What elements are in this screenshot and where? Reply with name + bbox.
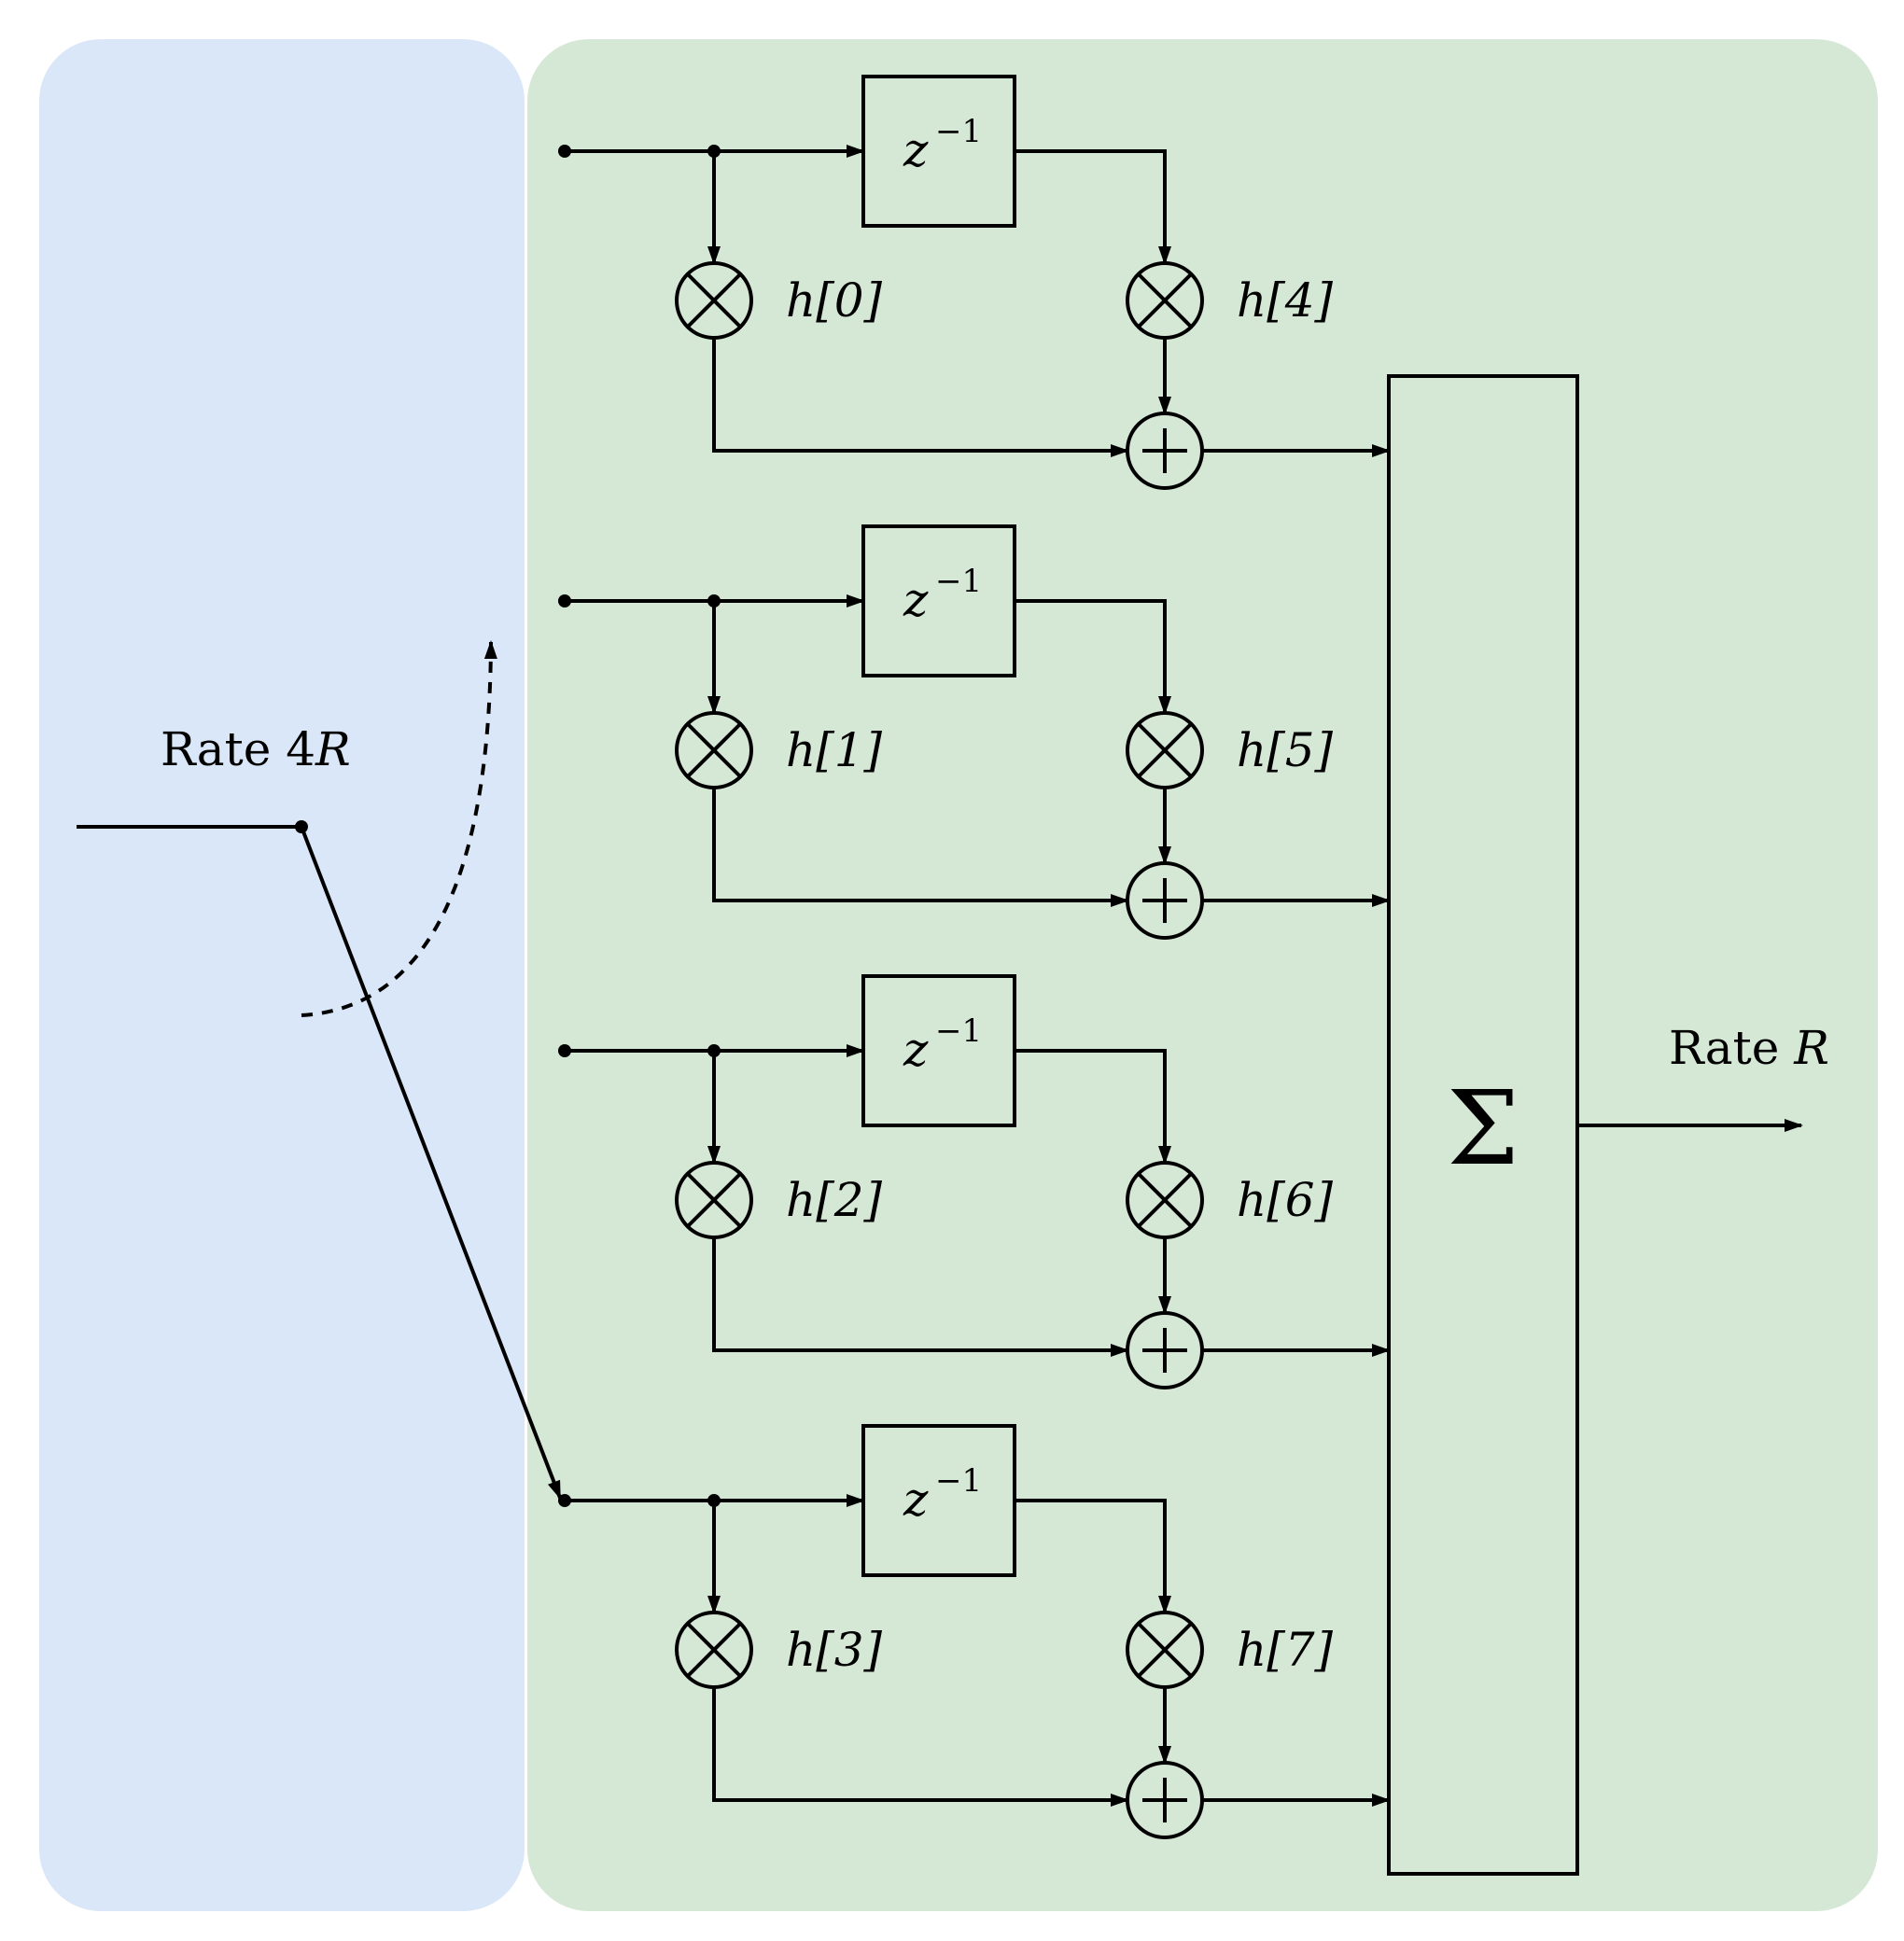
output-rate-label: Rate R bbox=[1669, 1021, 1829, 1075]
tap-b-feed bbox=[1015, 149, 1171, 265]
commutator-switch-arm bbox=[300, 826, 562, 1500]
delay-exponent: −1 bbox=[935, 563, 982, 600]
tap-b-feed bbox=[1015, 1499, 1171, 1614]
tap-b-feed bbox=[1015, 599, 1171, 715]
output: Rate R bbox=[1577, 1021, 1829, 1132]
circle-times-icon bbox=[1126, 1161, 1204, 1239]
input-rate-label: Rate 4R bbox=[161, 722, 351, 776]
commutator: Rate 4R bbox=[77, 640, 562, 1500]
branch-2: z−1 h[2] h[6] bbox=[558, 974, 1391, 1389]
delay-exponent: −1 bbox=[935, 1462, 982, 1500]
branch-3: z−1 h[3] h[7] bbox=[558, 1424, 1391, 1839]
tap-b-coefficient-label: h[5] bbox=[1237, 723, 1334, 777]
tap-b-feed bbox=[1015, 1049, 1171, 1165]
tap-a-to-adder bbox=[712, 788, 1129, 907]
delay-label: z bbox=[903, 123, 929, 177]
tap-b-coefficient-label: h[6] bbox=[1237, 1173, 1334, 1227]
delay-label: z bbox=[903, 1473, 929, 1527]
tap-a-coefficient-label: h[3] bbox=[786, 1623, 883, 1677]
branch-0: z−1 h[0] h[4] bbox=[558, 75, 1391, 490]
tap-a-to-adder bbox=[712, 1687, 1129, 1807]
polyphase-filter-panel bbox=[527, 39, 1878, 1911]
branch-1: z−1 h[1] h[5] bbox=[558, 524, 1391, 940]
commutator-panel bbox=[39, 39, 525, 1911]
circle-times-icon bbox=[675, 1611, 753, 1689]
delay-exponent: −1 bbox=[935, 113, 982, 150]
summation-symbol: Σ bbox=[1447, 1068, 1519, 1188]
tap-a-to-adder bbox=[712, 338, 1129, 457]
dashed-curved-arrow-icon bbox=[301, 640, 497, 1017]
tap-a-coefficient-label: h[1] bbox=[786, 723, 883, 777]
tap-b-coefficient-label: h[7] bbox=[1237, 1623, 1334, 1677]
delay-exponent: −1 bbox=[935, 1012, 982, 1050]
tap-a-coefficient-label: h[0] bbox=[786, 273, 883, 328]
tap-a-coefficient-label: h[2] bbox=[786, 1173, 883, 1227]
polyphase-branches: z−1h[0]h[4]z−1h[1]h[5]z−1h[2]h[6]z−1h[3]… bbox=[558, 75, 1391, 1839]
delay-label: z bbox=[903, 573, 929, 627]
delay-label: z bbox=[903, 1023, 929, 1077]
tap-b-coefficient-label: h[4] bbox=[1237, 273, 1334, 328]
tap-a-to-adder bbox=[712, 1237, 1129, 1357]
